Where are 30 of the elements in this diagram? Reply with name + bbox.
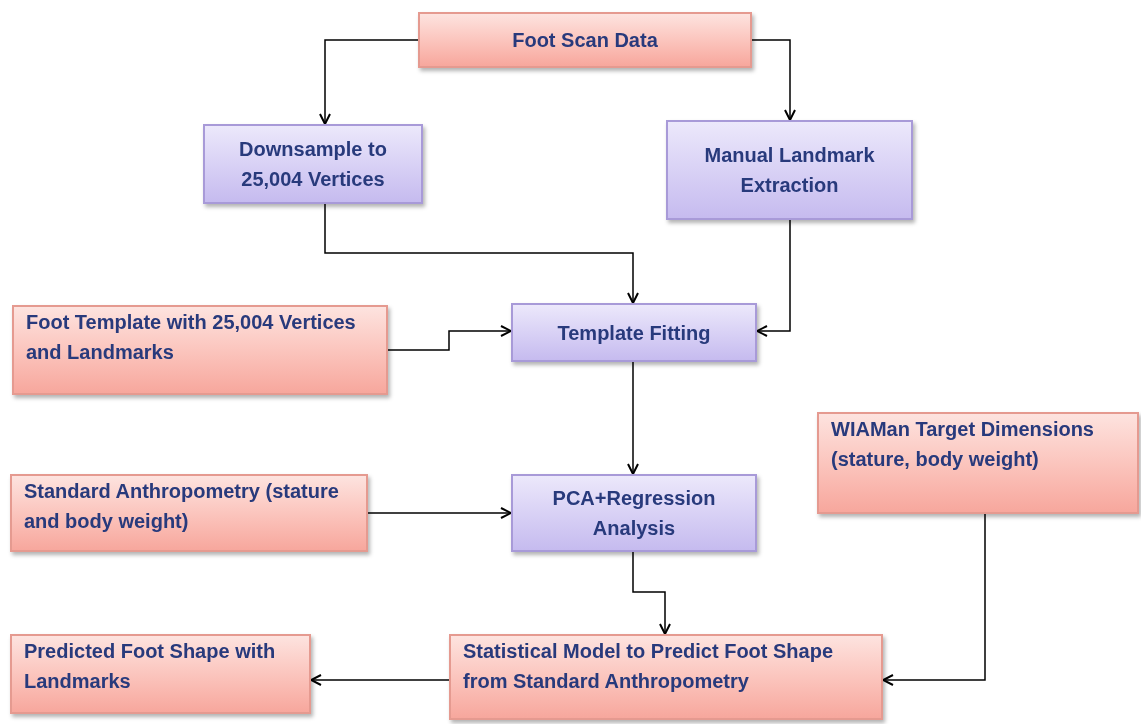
process-box — [666, 120, 913, 220]
arrow — [324, 203, 639, 304]
box-label: Manual Landmark Extraction — [703, 143, 876, 198]
arrow — [319, 39, 419, 125]
box-label: Predicted Foot Shape with Landmarks — [24, 639, 277, 694]
box-label: WIAMan Target Dimensions (stature, body weight) — [831, 417, 1095, 472]
process-box — [817, 412, 1139, 514]
process-box — [449, 634, 883, 720]
arrow — [882, 513, 986, 686]
box-label: PCA+Regression Analysis — [551, 486, 717, 541]
box-label: Downsample to 25,004 Vertices — [238, 137, 388, 192]
arrow — [756, 219, 791, 337]
arrow — [632, 551, 671, 635]
process-box — [12, 305, 388, 395]
box-label: Foot Template with 25,004 Vertices and Landmarks — [26, 310, 357, 365]
arrow — [751, 39, 796, 121]
process-box — [10, 634, 311, 714]
arrow — [627, 361, 639, 475]
arrow — [387, 325, 512, 351]
box-label: Template Fitting — [556, 320, 712, 346]
process-box — [203, 124, 423, 204]
process-box — [418, 12, 752, 68]
process-box — [511, 474, 757, 552]
arrow — [310, 674, 450, 686]
process-box — [511, 303, 757, 362]
arrow — [367, 507, 512, 519]
box-label: Standard Anthropometry (stature and body weight) — [24, 479, 340, 534]
process-box — [10, 474, 368, 552]
box-label: Statistical Model to Predict Foot Shape from Standard Anthropometry — [463, 639, 835, 694]
box-label: Foot Scan Data — [511, 28, 659, 53]
